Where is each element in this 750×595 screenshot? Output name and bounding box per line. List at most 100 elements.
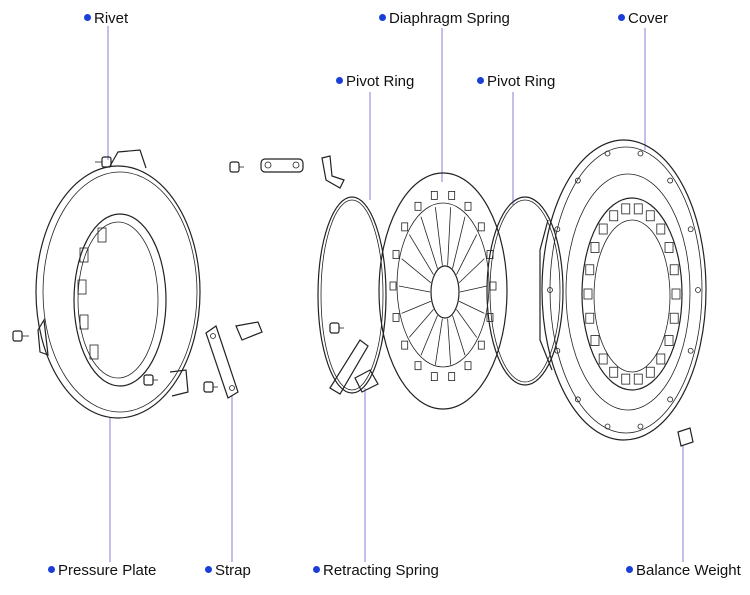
bullet-dot <box>205 566 212 573</box>
spring-slot <box>464 361 472 371</box>
cover-tooth <box>621 203 631 215</box>
pressure-plate-part <box>35 149 201 419</box>
spring-finger <box>401 300 432 314</box>
balance-weight-part <box>677 427 694 447</box>
bullet-dot <box>379 14 386 21</box>
spring-finger <box>447 318 452 365</box>
cover-tooth <box>590 335 600 346</box>
cover-bolt-hole <box>547 287 553 293</box>
spring-slot <box>486 313 494 322</box>
spring-finger <box>434 207 443 266</box>
cover-tooth <box>585 312 595 324</box>
cover-bolt-hole <box>667 396 674 403</box>
spring-finger <box>420 315 438 356</box>
bullet-dot <box>84 14 91 21</box>
spring-finger <box>458 258 485 284</box>
cover-bolt-hole <box>687 226 694 233</box>
label-cover: Cover <box>618 10 668 28</box>
label-pivot-ring-left: Pivot Ring <box>336 73 414 91</box>
spring-finger <box>458 300 485 314</box>
label-pressure-plate: Pressure Plate <box>48 562 156 580</box>
spring-finger <box>420 216 438 269</box>
cover-tooth <box>669 264 679 276</box>
bullet-dot <box>313 566 320 573</box>
spring-slot <box>477 222 485 232</box>
leader-lines <box>107 26 684 562</box>
spring-finger <box>398 285 431 293</box>
cover-tooth <box>621 373 631 385</box>
cover-bolt-hole <box>574 177 581 184</box>
spring-finger <box>456 234 478 275</box>
cover-part <box>539 139 707 441</box>
cover-bolt-hole <box>637 423 644 430</box>
cover-bolt-hole <box>687 347 694 354</box>
label-strap: Strap <box>205 562 251 580</box>
spring-slot <box>448 372 456 382</box>
spring-finger <box>408 234 434 275</box>
pivot-ring-right-part <box>486 196 564 386</box>
spring-finger <box>452 315 466 356</box>
cover-bolt-hole <box>574 396 581 403</box>
spring-finger <box>452 216 466 269</box>
cover-tooth <box>656 353 666 365</box>
cover-tooth <box>609 366 619 378</box>
rivet-parts <box>12 156 344 393</box>
cover-tooth <box>633 373 643 385</box>
spring-finger <box>456 309 478 338</box>
cover-bolt-hole <box>637 150 644 157</box>
cover-tooth <box>671 288 681 300</box>
bullet-dot <box>618 14 625 21</box>
retracting-spring-part <box>329 339 379 395</box>
spring-finger <box>459 285 488 293</box>
spring-finger <box>408 309 434 338</box>
cover-tooth <box>669 312 679 324</box>
label-diaphragm-spring: Diaphragm Spring <box>379 10 510 28</box>
label-rivet: Rivet <box>84 10 128 28</box>
pressure-plate-slots <box>77 227 107 360</box>
label-retracting-spring: Retracting Spring <box>313 562 439 580</box>
spring-slot <box>401 222 409 232</box>
cover-tooth <box>585 264 595 276</box>
spring-slot <box>430 372 438 382</box>
bullet-dot <box>477 77 484 84</box>
spring-slot <box>477 340 485 350</box>
spring-slot <box>430 190 438 200</box>
cover-tooth <box>645 210 655 222</box>
cover-bolt-hole <box>604 150 611 157</box>
pivot-ring-left-part <box>317 196 387 394</box>
cover-tooth <box>664 335 674 346</box>
cover-tooth <box>664 242 674 253</box>
cover-tooth <box>583 288 593 300</box>
cover-bolt-hole <box>667 177 674 184</box>
spring-finger <box>434 318 443 365</box>
spring-slot <box>414 361 422 371</box>
diaphragm-spring-part <box>378 172 508 410</box>
spring-slot <box>414 201 422 211</box>
cover-tooth <box>609 210 619 222</box>
spring-slot <box>448 190 456 200</box>
bullet-dot <box>336 77 343 84</box>
cover-tooth <box>598 353 608 365</box>
spring-slot <box>489 281 497 291</box>
spring-slot <box>392 250 400 259</box>
cover-tooth <box>590 242 600 253</box>
spring-slot <box>401 340 409 350</box>
cover-tooth <box>598 223 608 235</box>
spring-finger <box>447 207 452 266</box>
cover-bolt-hole <box>554 347 561 354</box>
cover-bolt-hole <box>695 287 701 293</box>
cover-bolt-hole <box>604 423 611 430</box>
spring-slot <box>464 201 472 211</box>
cover-bolt-hole <box>554 226 561 233</box>
spring-finger <box>401 258 432 284</box>
cover-tooth <box>633 203 643 215</box>
spring-slot <box>392 313 400 322</box>
strap-parts <box>205 155 345 399</box>
cover-tooth <box>656 223 666 235</box>
cover-tooth <box>645 366 655 378</box>
label-pivot-ring-right: Pivot Ring <box>477 73 555 91</box>
bullet-dot <box>626 566 633 573</box>
bullet-dot <box>48 566 55 573</box>
label-balance-weight: Balance Weight <box>626 562 741 580</box>
